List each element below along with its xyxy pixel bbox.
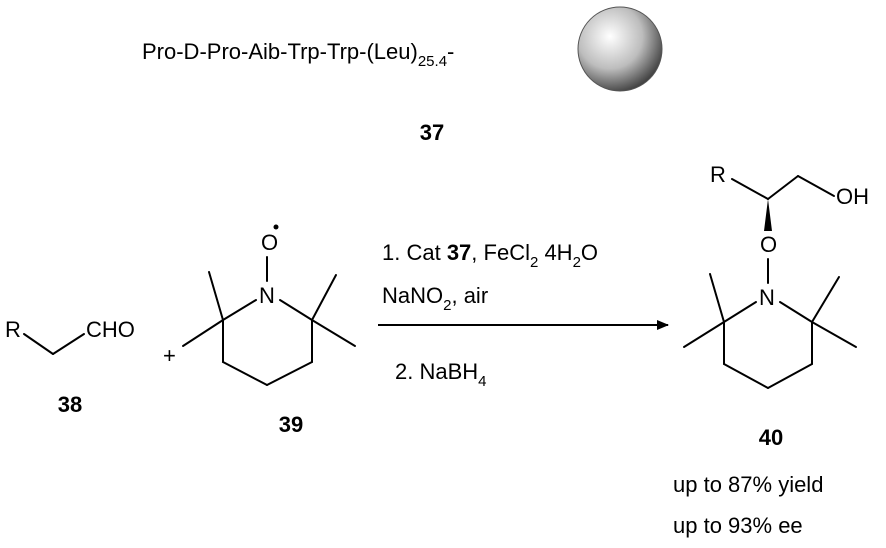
bond (279, 299, 313, 321)
bond (683, 321, 725, 348)
compound-number-40: 40 (759, 425, 783, 450)
condition-step2: 2. NaBH4 (395, 359, 487, 390)
bond (311, 274, 337, 321)
bond (266, 361, 313, 386)
radical-dot (273, 224, 279, 230)
product-r-group: R (710, 162, 726, 187)
product-hydroxyl-label: OH (836, 184, 869, 209)
aldehyde-cho-label: CHO (86, 317, 135, 342)
bond (731, 178, 769, 200)
bond (208, 271, 224, 321)
tempo-oxygen-label: O (261, 230, 278, 255)
condition-step1: 1. Cat 37, FeCl2 4H2O (382, 240, 598, 271)
resin-bead (577, 6, 663, 92)
bond (23, 333, 54, 355)
bond (709, 273, 725, 323)
product-oxygen-label: O (760, 232, 777, 257)
bond (222, 299, 257, 321)
aldehyde-38: R CHO 38 (5, 317, 135, 417)
tempo-39: O N 39 (182, 224, 356, 437)
condition-oxidant: NaNO2, air (382, 283, 488, 314)
bond (767, 363, 813, 389)
bond (767, 175, 799, 200)
compound-number-37: 37 (420, 120, 444, 145)
compound-number-38: 38 (58, 392, 82, 417)
reaction-arrow-group: 1. Cat 37, FeCl2 4H2O NaNO2, air 2. NaBH… (378, 240, 669, 390)
bond (222, 361, 268, 386)
bond (811, 276, 840, 323)
ee-note: up to 93% ee (673, 513, 803, 538)
bond (182, 319, 224, 347)
peptide-sequence: Pro-D-Pro-Aib-Trp-Trp-(Leu)25.4- (142, 39, 454, 70)
aldehyde-r-group: R (5, 317, 21, 342)
product-nitrogen-label: N (759, 285, 775, 310)
bond (311, 319, 356, 347)
catalyst-37: Pro-D-Pro-Aib-Trp-Trp-(Leu)25.4- 37 (142, 6, 663, 145)
tempo-nitrogen-label: N (259, 283, 275, 308)
stereo-wedge-bond (764, 199, 772, 231)
product-40: R OH O N 40 up to 87% yield up to 93% ee (673, 162, 869, 538)
bond (52, 333, 85, 355)
bond (723, 301, 757, 323)
plus-sign: + (163, 343, 176, 368)
bond (811, 321, 857, 348)
yield-note: up to 87% yield (673, 472, 823, 497)
bond (779, 301, 813, 323)
compound-number-39: 39 (279, 412, 303, 437)
bond (797, 175, 835, 197)
bond (723, 363, 769, 389)
